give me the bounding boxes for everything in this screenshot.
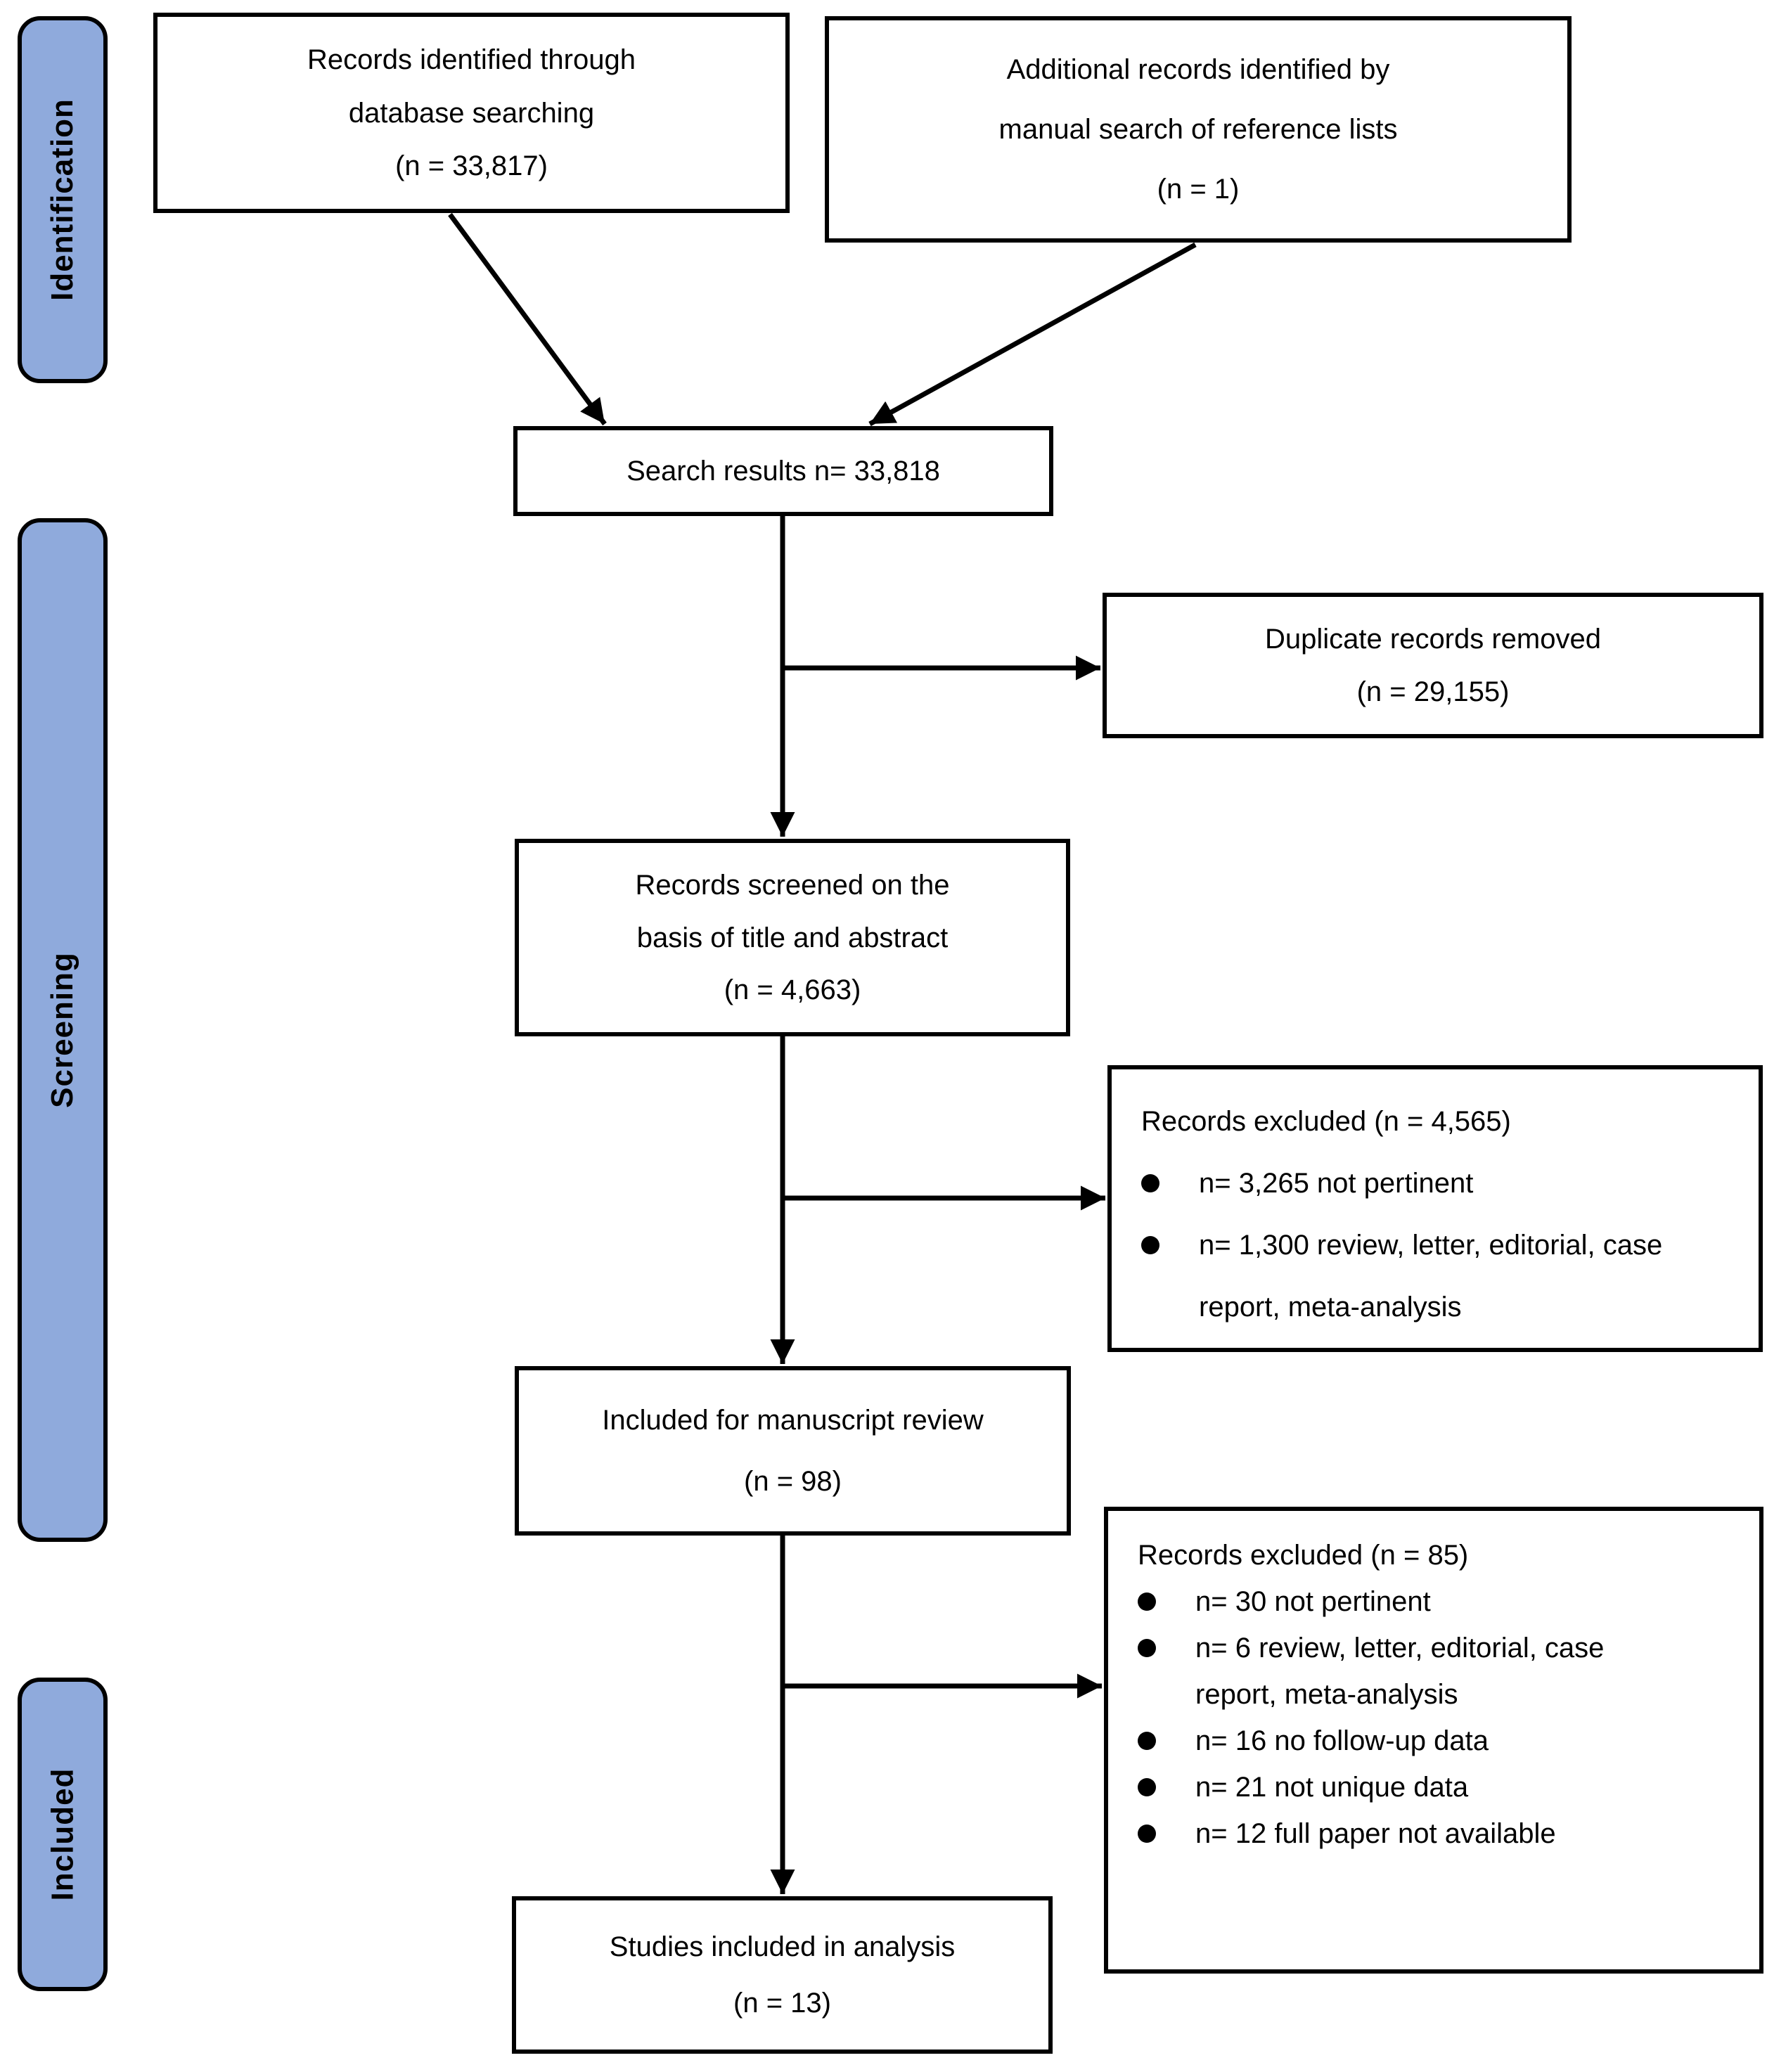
excluded-manuscript-reason-2: n= 6 review, letter, editorial, case rep…	[1195, 1633, 1605, 1710]
box-records-identified: Records identified through database sear…	[153, 13, 790, 213]
bullet-icon	[1138, 1639, 1156, 1657]
box-records-screened-count: (n = 4,663)	[724, 974, 861, 1006]
list-item: n= 6 review, letter, editorial, case rep…	[1138, 1625, 1742, 1718]
bullet-icon	[1138, 1825, 1156, 1843]
box-additional-records-line2: manual search of reference lists	[998, 114, 1398, 145]
list-item: n= 3,265 not pertinent	[1141, 1152, 1742, 1214]
list-item: n= 21 not unique data	[1138, 1764, 1742, 1810]
stage-identification: Identification	[18, 16, 108, 383]
box-records-screened: Records screened on the basis of title a…	[515, 839, 1070, 1036]
box-search-results-text: Search results n= 33,818	[627, 456, 940, 487]
box-duplicates-removed: Duplicate records removed (n = 29,155)	[1103, 593, 1763, 738]
box-duplicates-removed-count: (n = 29,155)	[1356, 676, 1510, 707]
stage-included-label: Included	[45, 1768, 79, 1901]
list-item: n= 30 not pertinent	[1138, 1578, 1742, 1625]
box-included-analysis-count: (n = 13)	[733, 1988, 831, 2019]
box-manuscript-review-line1: Included for manuscript review	[602, 1405, 984, 1436]
excluded-manuscript-reason-5: n= 12 full paper not available	[1195, 1818, 1556, 1849]
excluded-screening-reason-1: n= 3,265 not pertinent	[1199, 1168, 1474, 1199]
stage-identification-label: Identification	[45, 98, 79, 301]
box-records-identified-line2: database searching	[348, 97, 595, 129]
stage-screening: Screening	[18, 518, 108, 1542]
excluded-screening-reason-2: n= 1,300 review, letter, editorial, case…	[1199, 1230, 1663, 1323]
excluded-manuscript-reason-1: n= 30 not pertinent	[1195, 1586, 1431, 1617]
excluded-manuscript-reason-3: n= 16 no follow-up data	[1195, 1725, 1489, 1756]
box-included-analysis: Studies included in analysis (n = 13)	[512, 1896, 1053, 2054]
box-additional-records-count: (n = 1)	[1157, 174, 1240, 205]
box-records-excluded-screening: Records excluded (n = 4,565) n= 3,265 no…	[1107, 1065, 1763, 1352]
box-included-analysis-line1: Studies included in analysis	[609, 1931, 956, 1962]
bullet-icon	[1138, 1592, 1156, 1611]
box-records-excluded-manuscript: Records excluded (n = 85) n= 30 not pert…	[1104, 1507, 1763, 1974]
box-duplicates-removed-line1: Duplicate records removed	[1265, 624, 1601, 655]
box-records-excluded-screening-title: Records excluded (n = 4,565)	[1141, 1106, 1511, 1137]
bullet-icon	[1141, 1236, 1159, 1254]
stage-screening-label: Screening	[45, 952, 79, 1108]
excluded-manuscript-reason-4: n= 21 not unique data	[1195, 1772, 1469, 1803]
bullet-icon	[1138, 1732, 1156, 1750]
box-additional-records: Additional records identified by manual …	[825, 16, 1572, 243]
list-item: n= 16 no follow-up data	[1138, 1718, 1742, 1764]
arrow-manual-search-to-results	[868, 242, 1197, 427]
box-manuscript-review-count: (n = 98)	[744, 1465, 842, 1497]
box-records-excluded-manuscript-title: Records excluded (n = 85)	[1138, 1540, 1469, 1571]
bullet-icon	[1141, 1174, 1159, 1192]
box-additional-records-line1: Additional records identified by	[1006, 54, 1390, 85]
box-records-identified-line1: Records identified through	[307, 44, 636, 75]
bullet-icon	[1138, 1778, 1156, 1796]
list-item: n= 1,300 review, letter, editorial, case…	[1141, 1214, 1742, 1338]
list-item: n= 12 full paper not available	[1138, 1810, 1742, 1857]
box-records-screened-line2: basis of title and abstract	[636, 922, 949, 953]
box-manuscript-review: Included for manuscript review (n = 98)	[515, 1366, 1071, 1536]
box-search-results: Search results n= 33,818	[513, 426, 1053, 516]
box-records-identified-count: (n = 33,817)	[395, 150, 548, 182]
box-records-screened-line1: Records screened on the	[635, 869, 950, 901]
stage-included: Included	[18, 1678, 108, 1991]
arrow-db-search-to-results	[448, 212, 607, 426]
